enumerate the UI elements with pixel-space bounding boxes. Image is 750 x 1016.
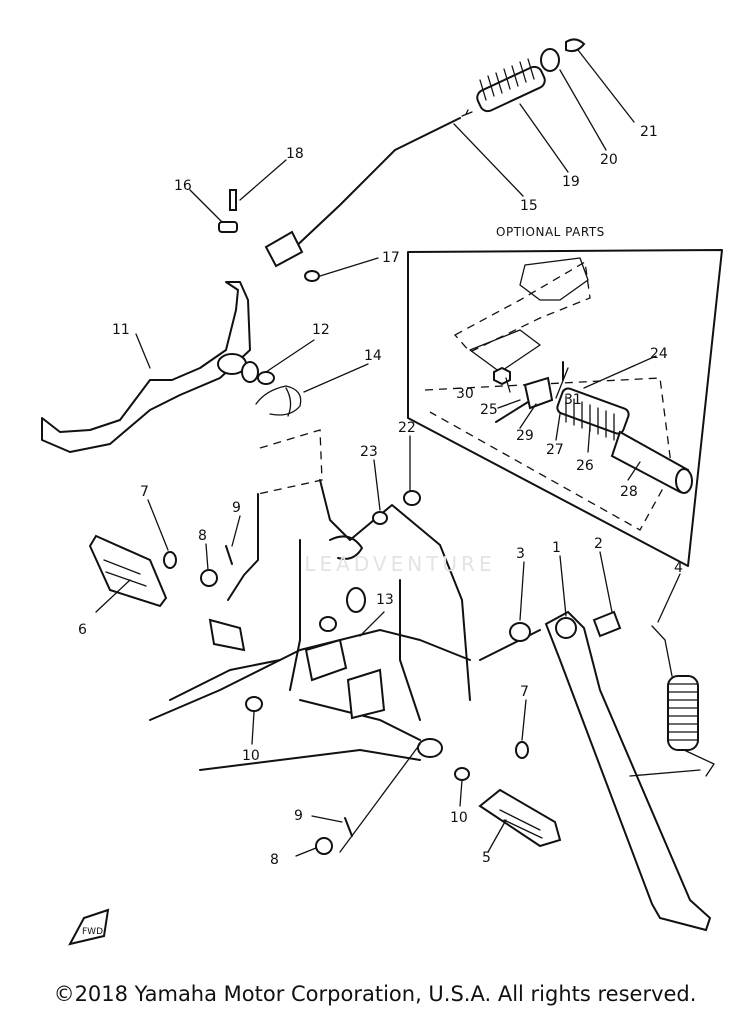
- callout-4: 4: [674, 560, 683, 576]
- callout-2: 2: [594, 536, 603, 552]
- brake-pedal: [41, 189, 320, 453]
- callout-3: 3: [516, 546, 525, 562]
- callout-28: 28: [620, 484, 638, 500]
- optional-parts-panel: OPTIONAL PARTS: [407, 225, 723, 567]
- callout-24: 24: [650, 346, 668, 362]
- callout-numbers: 1 2 3 4 5 6 7 7 8 8 9 9 10 10 11 12 13 1…: [78, 124, 683, 868]
- callout-25: 25: [480, 402, 498, 418]
- callout-7-left: 7: [140, 484, 149, 500]
- callout-5: 5: [482, 850, 491, 866]
- optional-spring: [556, 387, 630, 441]
- callout-27: 27: [546, 442, 564, 458]
- footrest-left: [88, 534, 246, 652]
- callout-9-left: 9: [232, 500, 241, 516]
- copyright-text: ©2018 Yamaha Motor Corporation, U.S.A. A…: [53, 982, 697, 1006]
- callout-8-left: 8: [198, 528, 207, 544]
- optional-spring-assembly: [493, 361, 693, 494]
- side-stand: [509, 610, 715, 932]
- leader-lines: [95, 49, 681, 857]
- callout-12: 12: [312, 322, 330, 338]
- callout-19: 19: [562, 174, 580, 190]
- callout-14: 14: [364, 348, 382, 364]
- callout-22: 22: [398, 420, 416, 436]
- callout-26: 26: [576, 458, 594, 474]
- optional-parts-header: OPTIONAL PARTS: [496, 225, 605, 239]
- callout-10-right: 10: [450, 810, 468, 826]
- fwd-arrow-icon: FWD: [68, 908, 110, 946]
- frame: [149, 429, 541, 771]
- callout-7-right: 7: [520, 684, 529, 700]
- parts-diagram: OPTIONAL PARTS: [41, 38, 723, 946]
- rod-spring: [476, 58, 546, 113]
- callout-21: 21: [640, 124, 658, 140]
- callout-30: 30: [456, 386, 474, 402]
- footrest-right: [315, 741, 562, 855]
- callout-9-right: 9: [294, 808, 303, 824]
- callout-11: 11: [112, 322, 130, 338]
- callout-31: 31: [564, 392, 582, 408]
- callout-20: 20: [600, 152, 618, 168]
- callout-16: 16: [174, 178, 192, 194]
- callout-8-right: 8: [270, 852, 279, 868]
- callout-29: 29: [516, 428, 534, 444]
- callout-23: 23: [360, 444, 378, 460]
- callout-15: 15: [520, 198, 538, 214]
- svg-text:FWD: FWD: [82, 927, 103, 937]
- brake-rod: [264, 38, 586, 268]
- callout-18: 18: [286, 146, 304, 162]
- callout-10-left: 10: [242, 748, 260, 764]
- watermark-text: LEADVENTURE: [304, 552, 496, 576]
- callout-6: 6: [78, 622, 87, 638]
- callout-1: 1: [552, 540, 561, 556]
- callout-13: 13: [376, 592, 394, 608]
- callout-17: 17: [382, 250, 400, 266]
